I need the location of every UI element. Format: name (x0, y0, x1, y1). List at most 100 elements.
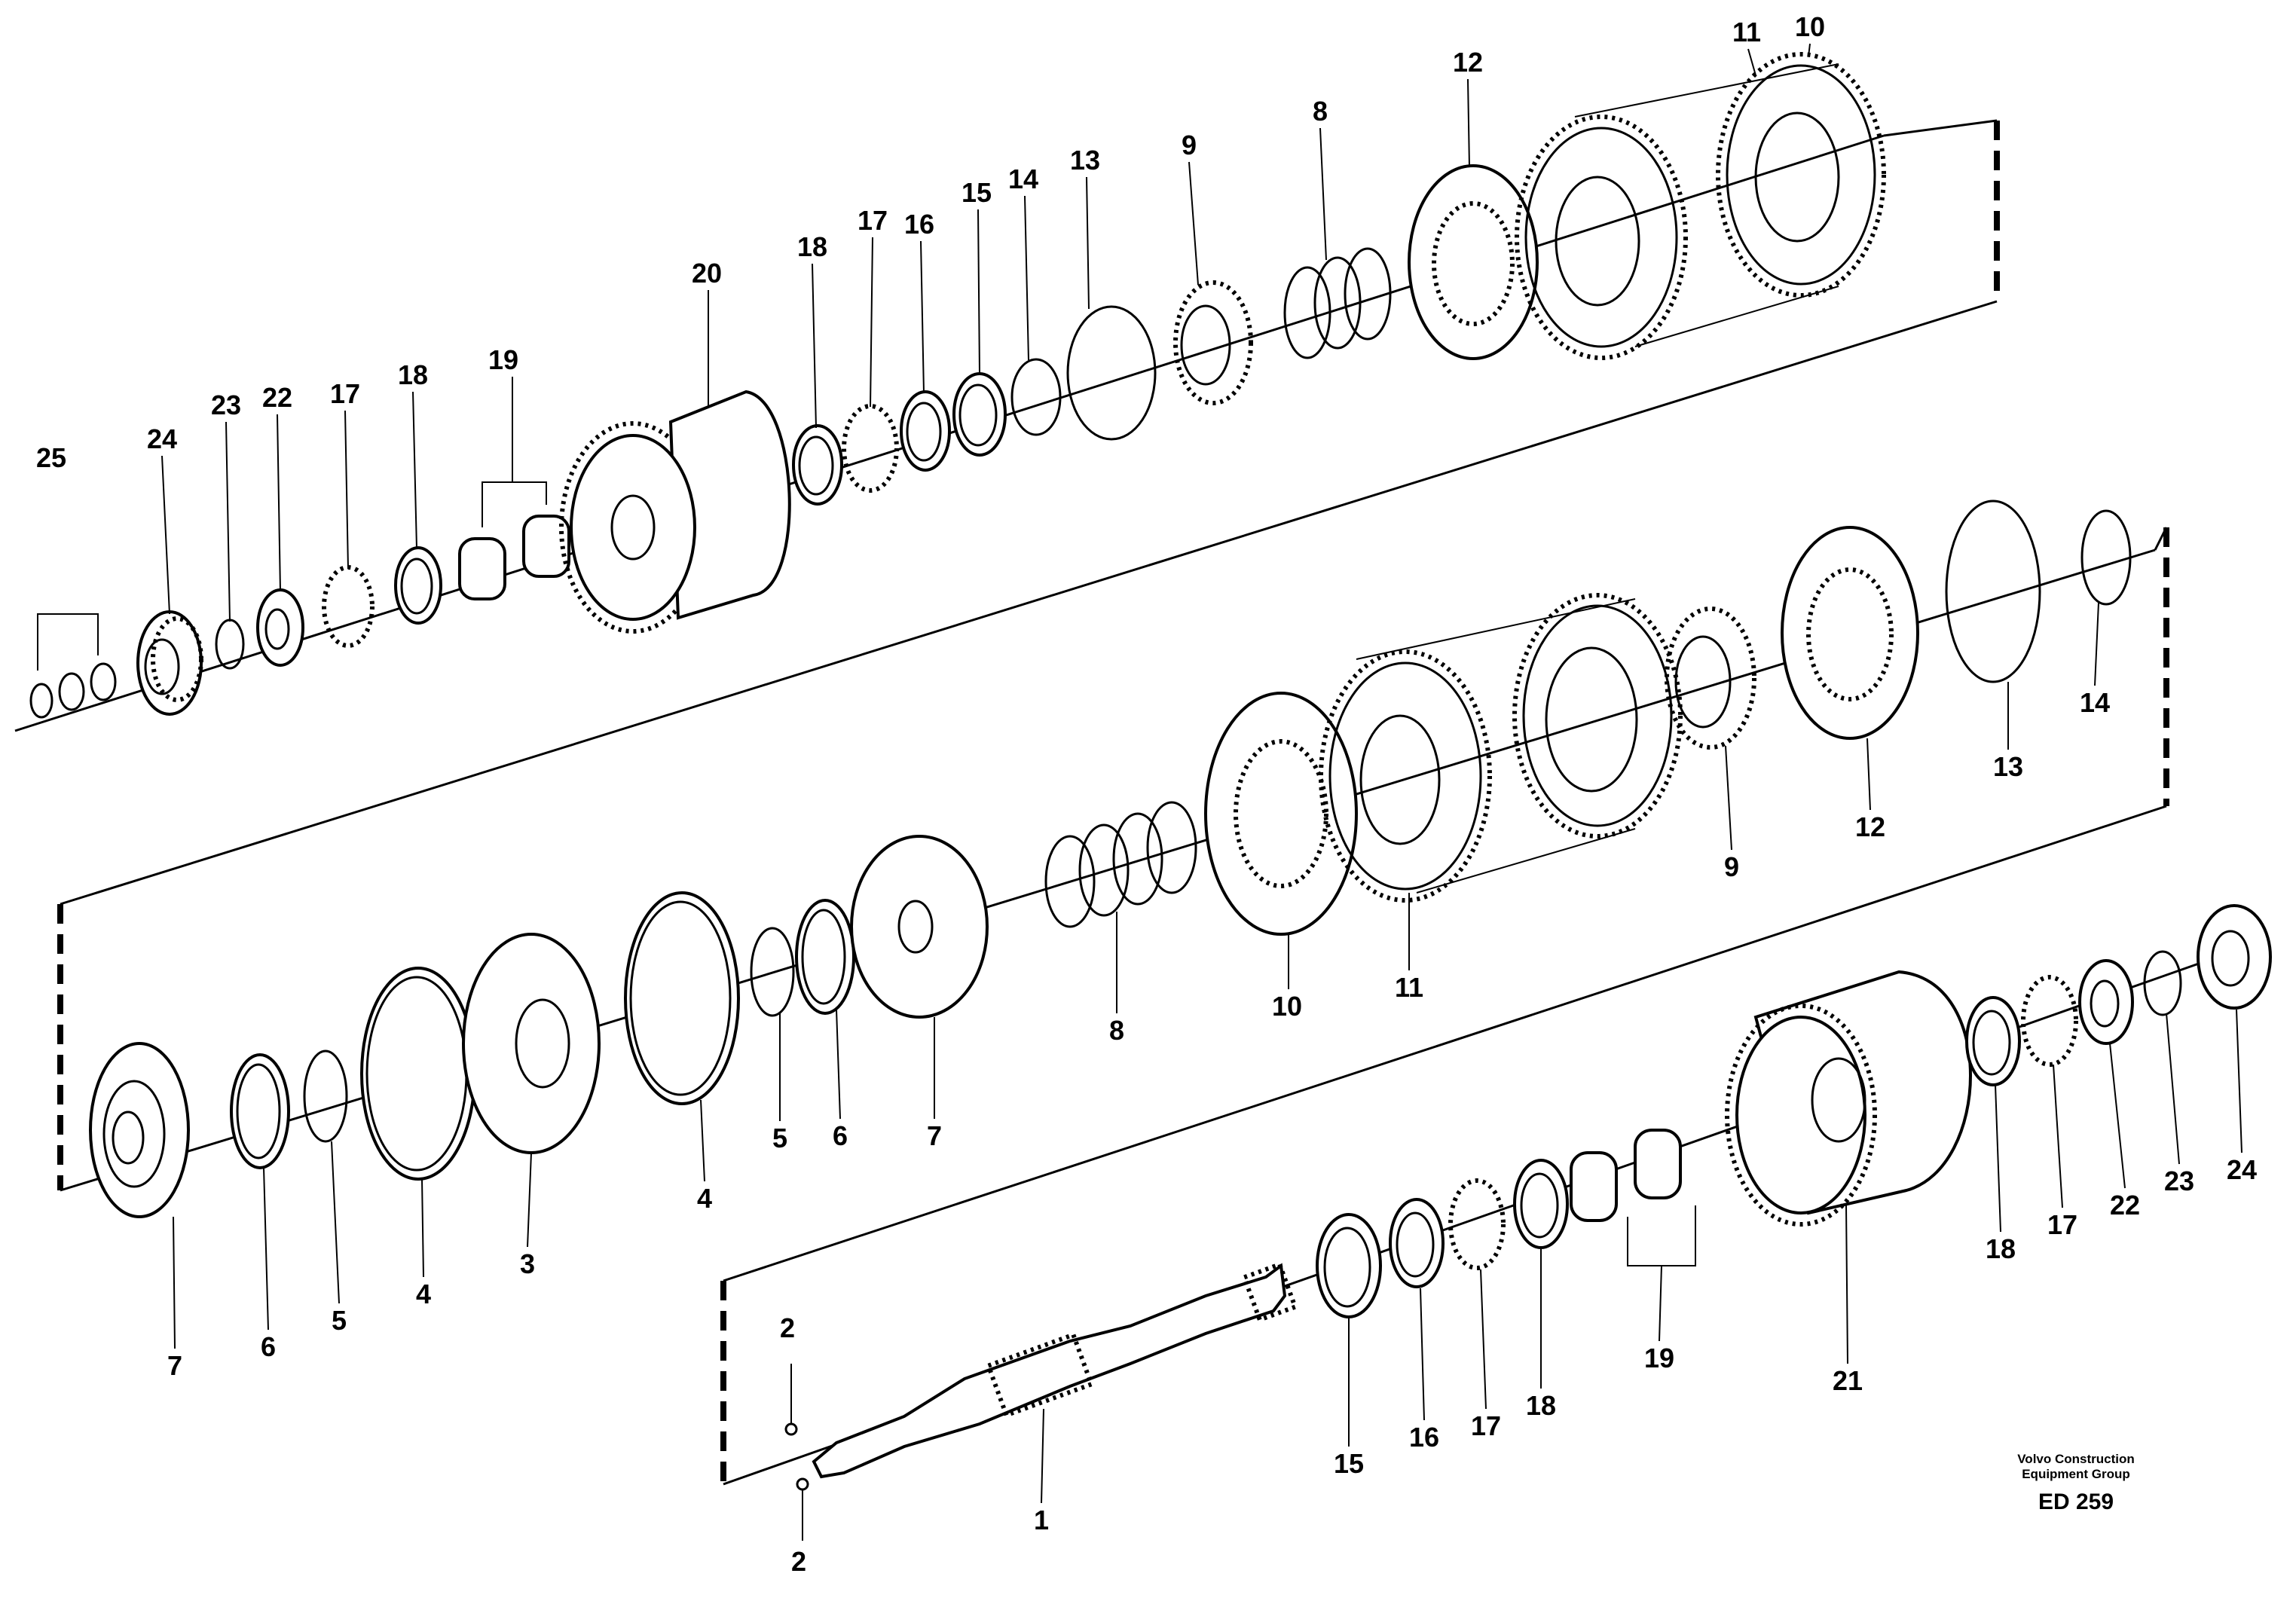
callout-22-top: 22 (262, 382, 292, 413)
part-25-ring-c (90, 662, 117, 701)
callout-18-right: 18 (1986, 1233, 2016, 1264)
part-22-washer-hole (264, 608, 290, 650)
callout-21: 21 (1833, 1365, 1863, 1396)
part-9-hub-bore (1674, 635, 1732, 729)
leader-9-mid (1725, 745, 1732, 851)
leader-5-left (331, 1141, 340, 1304)
part-19-bracket (482, 481, 547, 527)
part-18-ring-lower-hole (1520, 1172, 1559, 1239)
part-4-seal (360, 967, 476, 1181)
leader-18-upper (812, 263, 817, 429)
part-2-marker-top (784, 1422, 798, 1436)
part-1-shaft-spline-end (1241, 1261, 1298, 1323)
callout-25: 25 (36, 442, 66, 473)
callout-18-lower: 18 (1526, 1390, 1556, 1421)
part-13-snap-ring-upper (1066, 305, 1157, 441)
part-17-lock-washer-right (2021, 975, 2078, 1067)
part-19-needle-bearing-d (1634, 1129, 1682, 1199)
part-4-seal-b (624, 891, 740, 1105)
part-20-bore (610, 494, 656, 561)
callout-4-left: 4 (416, 1279, 431, 1309)
part-11-disc-hole (1359, 714, 1441, 845)
callout-10-upper: 10 (1795, 11, 1825, 42)
leader-22-top (277, 414, 281, 592)
part-22-washer-right-hole (2090, 979, 2120, 1028)
part-17-lock-washer-upper (842, 404, 899, 493)
callout-13-upper: 13 (1070, 145, 1100, 176)
callout-14-upper: 14 (1008, 163, 1038, 194)
part-9-hub-teeth-upper (1173, 280, 1253, 405)
part-19-bracket-lower (1627, 1205, 1696, 1266)
callout-19-lower: 19 (1644, 1343, 1674, 1373)
part-6-ring-hole (236, 1063, 281, 1159)
leader-16-lower (1420, 1288, 1425, 1421)
callout-15-upper: 15 (962, 177, 992, 208)
callout-9-mid: 9 (1724, 851, 1739, 882)
leader-15-upper (977, 209, 980, 374)
part-6-ring-b-hole (801, 909, 846, 1005)
leader-18-top (412, 391, 417, 549)
part-7-housing-inner (102, 1080, 166, 1188)
credit-line-1: Volvo Construction (2017, 1452, 2135, 1466)
part-23-circlip-right (2143, 950, 2182, 1016)
leader-13-upper (1086, 176, 1090, 310)
part-15-ring-hole (1323, 1227, 1371, 1308)
leader-11-upper (1747, 48, 1756, 76)
callout-12-mid: 12 (1855, 811, 1885, 842)
callout-2-top: 2 (780, 1312, 795, 1343)
leader-7-left (173, 1216, 176, 1349)
part-8-spring-f (1112, 812, 1163, 906)
part-18-ring-hole (400, 558, 433, 615)
leader-6-mid (836, 1009, 841, 1120)
part-8-spring-c (1344, 247, 1392, 341)
part-21-drum-bore (1811, 1057, 1866, 1143)
callout-17-upper: 17 (858, 205, 888, 236)
leader-6-left (263, 1167, 269, 1331)
leader-23-right (2166, 1013, 2180, 1165)
part-5-snap-ring (303, 1049, 348, 1143)
part-10-disc-far-teeth (1512, 593, 1683, 839)
part-18-ring-right-hole (1972, 1010, 2011, 1076)
callout-20: 20 (692, 258, 722, 289)
part-10-disc-upper-hole (1754, 112, 1840, 243)
credit-block: Volvo Construction Equipment Group ED 25… (2017, 1452, 2135, 1514)
callout-labels: 25 24 23 22 17 18 19 20 18 17 16 15 14 1… (36, 11, 2257, 1577)
credit-line-2: Equipment Group (2022, 1467, 2130, 1481)
callout-17-lower: 17 (1471, 1410, 1501, 1441)
part-22-washer (256, 588, 304, 667)
callout-7-left: 7 (167, 1350, 182, 1381)
part-21-drum-face (1735, 1016, 1866, 1214)
callout-5-left: 5 (332, 1305, 347, 1336)
callout-6-left: 6 (261, 1331, 276, 1362)
callout-24-right: 24 (2227, 1154, 2257, 1185)
part-20-gear-face (570, 434, 696, 621)
leader-19-lower (1659, 1265, 1662, 1342)
part-7-piston (850, 835, 989, 1019)
leader-16-upper (920, 240, 925, 394)
part-10-disc-upper-face (1726, 64, 1876, 286)
leader-3 (527, 1152, 532, 1248)
part-19-needle-bearing-b (522, 515, 570, 578)
callout-13-mid: 13 (1993, 751, 2023, 782)
part-7-piston-bore (897, 900, 934, 954)
leader-14-mid (2094, 602, 2099, 686)
callout-16-upper: 16 (904, 209, 934, 240)
part-19-needle-bearing-a (458, 537, 506, 600)
leader-8-upper (1319, 127, 1327, 261)
callout-23-right: 23 (2164, 1166, 2194, 1196)
leader-1 (1041, 1408, 1044, 1504)
part-11-disc-face (1328, 661, 1482, 891)
connector-return-2 (723, 805, 2167, 1282)
leader-22-right (2109, 1043, 2126, 1189)
leader-17-lower (1480, 1269, 1487, 1410)
part-12-disc-upper (1408, 164, 1539, 360)
part-10-disc-spline (1234, 739, 1328, 888)
callout-2-bottom: 2 (791, 1546, 806, 1577)
part-11-disc-teeth (1319, 649, 1492, 903)
leader-10-upper (1808, 43, 1811, 57)
callout-8-mid: 8 (1109, 1015, 1124, 1046)
part-23-circlip (215, 619, 245, 670)
connector-return-1 (60, 300, 1998, 906)
part-1-shaft (812, 1263, 1287, 1479)
